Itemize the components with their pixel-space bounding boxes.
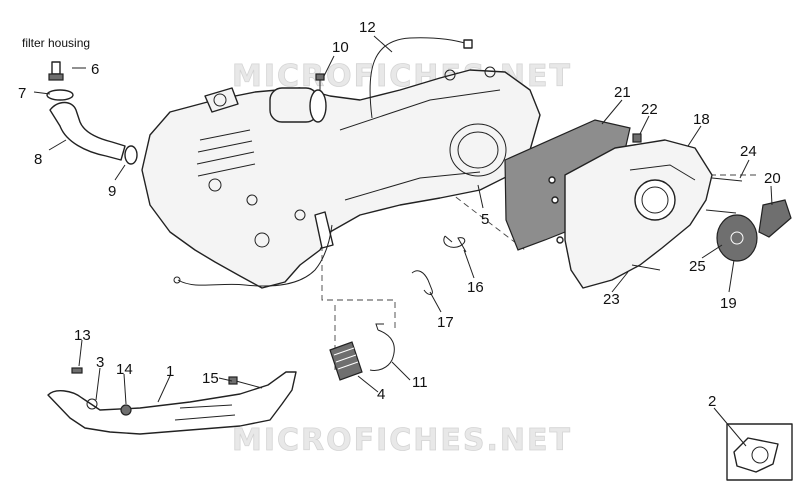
bolt-13: [71, 367, 83, 374]
callout-25: 25: [689, 258, 706, 275]
callout-7: 7: [18, 85, 26, 102]
watermark-bottom: MICROFICHES.NET: [232, 423, 572, 458]
callout-20: 20: [764, 170, 781, 187]
callout-10: 10: [332, 39, 349, 56]
callout-12: 12: [359, 19, 376, 36]
callout-5: 5: [481, 211, 489, 228]
callout-8: 8: [34, 151, 42, 168]
callout-9: 9: [108, 183, 116, 200]
plate-20: [758, 199, 792, 238]
bolt-22: [632, 133, 642, 143]
callout-3: 3: [96, 354, 104, 371]
breather-hose-end: [463, 39, 473, 49]
engine-block: [141, 66, 541, 289]
callout-21: 21: [614, 84, 631, 101]
filter-housing-parts: [46, 61, 138, 165]
callout-19: 19: [720, 295, 737, 312]
callout-11: 11: [412, 374, 428, 391]
bolt-15: [235, 380, 263, 389]
bracket-1: [47, 371, 297, 435]
callout-16: 16: [467, 279, 484, 296]
filter-housing-caption: filter housing: [22, 36, 90, 50]
callout-17: 17: [437, 314, 454, 331]
cap-19: [716, 214, 758, 262]
part-2-clip: [733, 437, 779, 473]
screw-10: [315, 73, 325, 90]
callout-13: 13: [74, 327, 91, 344]
clip-17: [411, 270, 433, 295]
callout-2: 2: [708, 393, 716, 410]
cover-18: [564, 139, 713, 289]
callout-23: 23: [603, 291, 620, 308]
callout-24: 24: [740, 143, 757, 160]
clip-16: [443, 235, 467, 253]
filter-element-4: [329, 341, 363, 381]
callout-14: 14: [116, 361, 133, 378]
callout-18: 18: [693, 111, 710, 128]
callout-4: 4: [377, 386, 385, 403]
callout-6: 6: [91, 61, 99, 78]
callout-1: 1: [166, 363, 174, 380]
callout-22: 22: [641, 101, 658, 118]
bolts-24: [631, 177, 743, 271]
leader-lines: [33, 35, 773, 447]
callout-15: 15: [202, 370, 219, 387]
callout-labels: 1 2 3 4 5 6 7 8 9 10 11 12 13 14 15 16 1…: [18, 19, 781, 410]
clamp-11: [369, 323, 395, 371]
breather-hose: [369, 37, 469, 119]
